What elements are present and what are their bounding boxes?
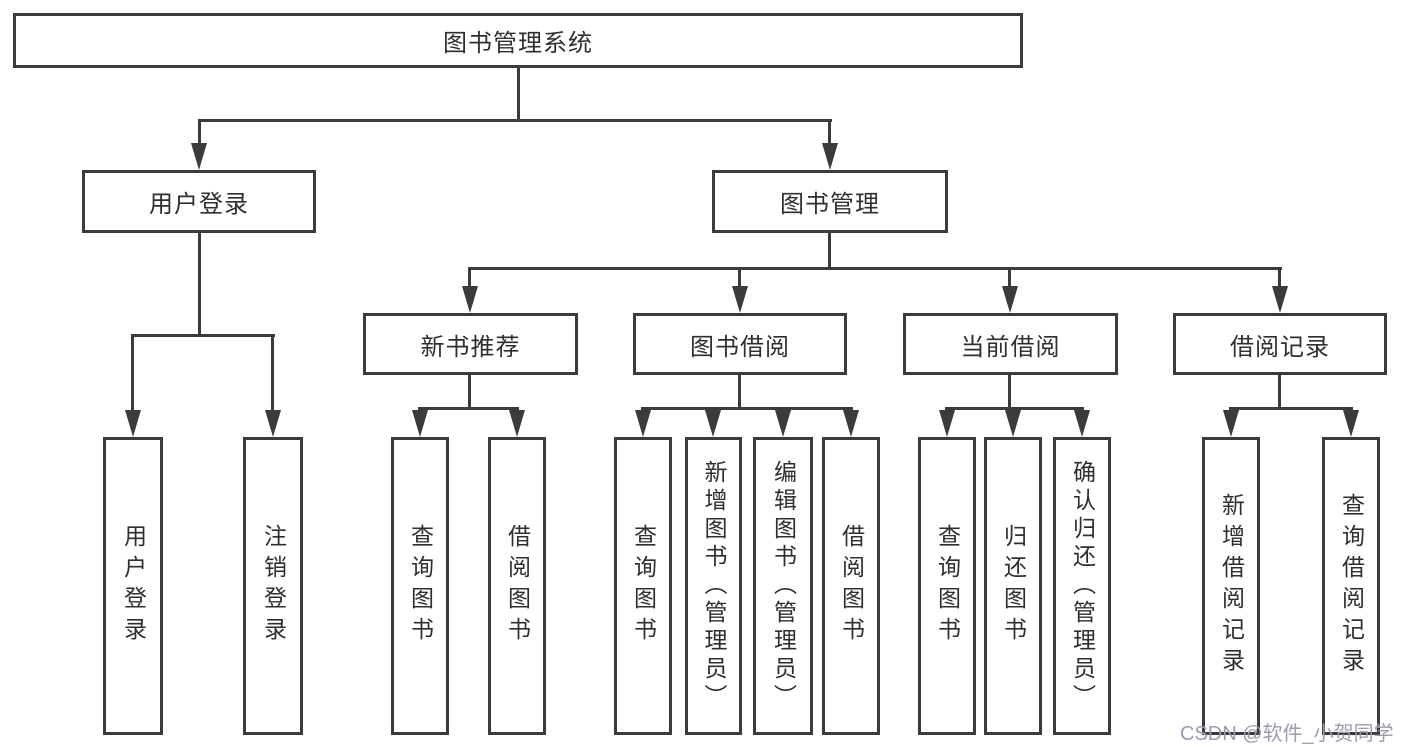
arrow-down <box>462 286 478 313</box>
connector-line <box>468 267 471 290</box>
arrow-down <box>1272 286 1288 313</box>
node-book-borrowing: 图书借阅 <box>633 313 847 375</box>
connector-line <box>468 267 1282 270</box>
arrow-down <box>412 410 428 437</box>
arrow-down <box>732 286 748 313</box>
connector-line <box>641 407 853 410</box>
node-current-borrowing: 当前借阅 <box>903 313 1118 375</box>
leaf-borrow-books-recommend: 借阅图书 <box>488 437 546 735</box>
leaf-query-books-borrowing: 查询图书 <box>614 437 672 735</box>
leaf-add-borrow-record: 新增借阅记录 <box>1202 437 1260 735</box>
leaf-borrow-books-borrowing: 借阅图书 <box>822 437 880 735</box>
arrow-down <box>191 143 207 170</box>
leaf-query-books-recommend: 查询图书 <box>391 437 449 735</box>
arrow-down <box>939 410 955 437</box>
connector-line <box>738 267 741 290</box>
leaf-logout-login: 注销登录 <box>243 437 303 735</box>
connector-line <box>271 334 274 413</box>
leaf-return-books: 归还图书 <box>984 437 1042 735</box>
arrow-down <box>635 410 651 437</box>
connector-line <box>131 334 275 337</box>
node-new-book-recommendation: 新书推荐 <box>363 313 578 375</box>
leaf-edit-books-admin: 编辑图书（管理员） <box>753 437 813 735</box>
arrow-down <box>843 410 859 437</box>
connector-line <box>1278 375 1281 410</box>
watermark-text: CSDN @软件_小贺同学 <box>1180 723 1394 745</box>
connector-line <box>945 407 1084 410</box>
connector-line <box>828 233 831 270</box>
connector-line <box>1229 407 1353 410</box>
arrow-down <box>1223 410 1239 437</box>
node-book-management: 图书管理 <box>712 170 948 233</box>
connector-line <box>198 119 832 122</box>
arrow-down <box>1002 286 1018 313</box>
connector-line <box>517 68 520 122</box>
leaf-user-login: 用户登录 <box>103 437 163 735</box>
connector-line <box>738 375 741 410</box>
node-library-management-system: 图书管理系统 <box>13 13 1023 68</box>
arrow-down <box>1005 410 1021 437</box>
connector-line <box>828 119 831 147</box>
arrow-down <box>775 410 791 437</box>
connector-line <box>198 119 201 147</box>
arrow-down <box>705 410 721 437</box>
connector-line <box>468 375 471 410</box>
connector-line <box>1278 267 1281 290</box>
arrow-down <box>509 410 525 437</box>
connector-line <box>131 334 134 413</box>
leaf-query-books-current: 查询图书 <box>918 437 976 735</box>
connector-line <box>198 233 201 337</box>
connector-line <box>418 407 519 410</box>
connector-line <box>1008 267 1011 290</box>
leaf-add-books-admin: 新增图书（管理员） <box>685 437 742 735</box>
arrow-down <box>125 410 141 437</box>
arrow-down <box>1343 410 1359 437</box>
node-user-login: 用户登录 <box>82 170 316 233</box>
arrow-down <box>265 410 281 437</box>
leaf-confirm-return-admin: 确认归还（管理员） <box>1053 437 1111 735</box>
node-borrowing-records: 借阅记录 <box>1173 313 1387 375</box>
connector-line <box>1008 375 1011 410</box>
leaf-query-borrow-record: 查询借阅记录 <box>1322 437 1380 735</box>
arrow-down <box>1074 410 1090 437</box>
arrow-down <box>822 143 838 170</box>
